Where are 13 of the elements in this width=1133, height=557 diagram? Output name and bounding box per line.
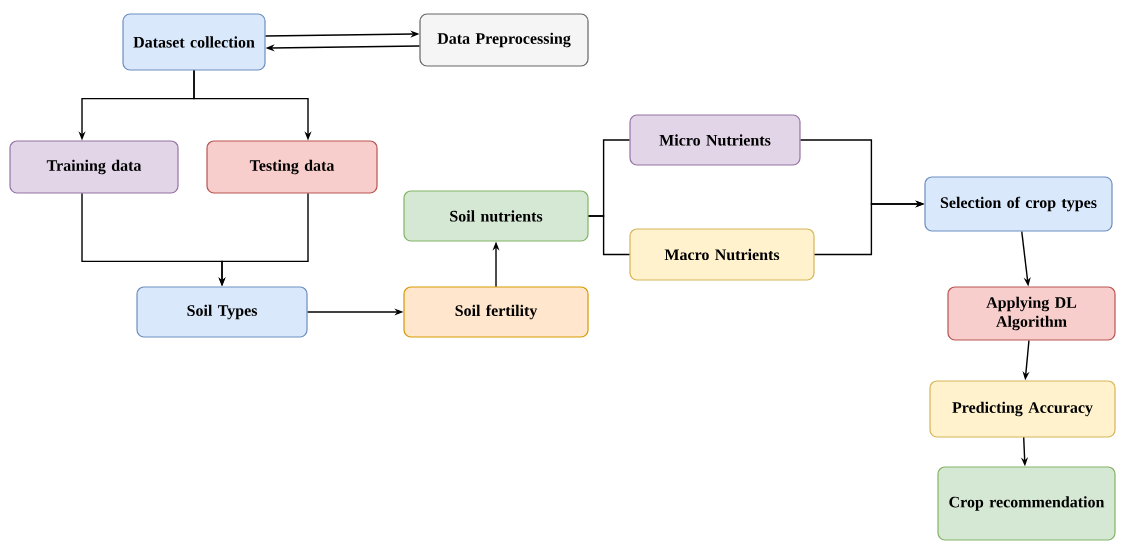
process-box: Micro Nutrients xyxy=(629,114,801,166)
process-box: Crop recommendation xyxy=(937,466,1116,541)
process-box: Soil Types xyxy=(136,286,308,338)
process-box: Macro Nutrients xyxy=(629,228,815,281)
process-box: Data Preprocessing xyxy=(419,13,589,67)
process-box: Soil fertility xyxy=(403,286,589,338)
process-box: Testing data xyxy=(206,140,378,194)
process-box: Predicting Accuracy xyxy=(929,380,1116,438)
process-box: Selection of crop types xyxy=(924,176,1113,232)
process-box: Dataset collection xyxy=(122,13,266,71)
process-box: Soil nutrients xyxy=(403,190,589,242)
process-box: Applying DL Algorithm xyxy=(947,286,1116,341)
process-box: Training data xyxy=(9,140,179,194)
